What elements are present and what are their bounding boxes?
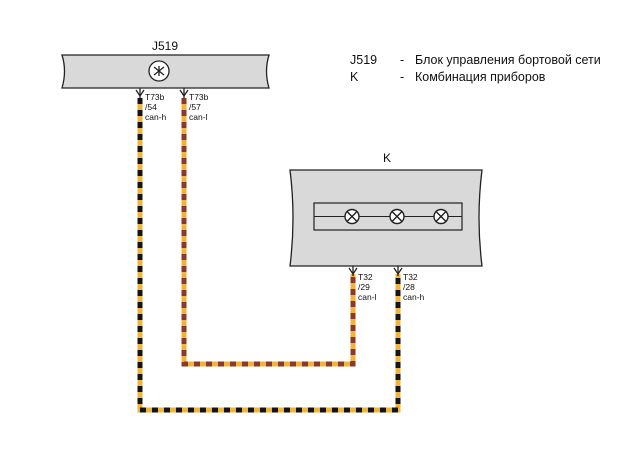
indicator-lamp-icon (433, 208, 449, 225)
legend-code: J519 (350, 53, 378, 67)
wire-can-h (137, 98, 401, 413)
pin-signal-label: can-h (145, 112, 167, 122)
pin-connector-label: T73b (145, 92, 165, 102)
wire-can-h-stripe (137, 98, 401, 413)
control-unit-symbol-icon (148, 60, 170, 82)
pin-connector-label: T32 (358, 272, 373, 282)
legend-description: Блок управления бортовой сети (415, 53, 601, 67)
j519-label: J519 (152, 39, 178, 53)
pin-signal-label: can-l (358, 292, 377, 302)
pin-signal-label: can-h (403, 292, 425, 302)
pin-number-label: /29 (358, 282, 370, 292)
legend-code: K (350, 70, 359, 84)
legend-row-j519: J519 - Блок управления бортовой сети (350, 53, 630, 69)
k-instrument-cluster: K (289, 151, 483, 267)
indicator-lamp-icon (389, 208, 405, 225)
pin-number-label: /57 (189, 102, 201, 112)
k-label: K (383, 151, 391, 165)
j519-control-unit: J519 (61, 39, 270, 89)
legend-description: Комбинация приборов (415, 70, 546, 84)
pin-number-label: /54 (145, 102, 157, 112)
wire-can-l (181, 98, 356, 367)
k-pin-29: T32 /29 can-l (348, 266, 377, 302)
legend-dash: - (400, 70, 405, 84)
pin-number-label: /28 (403, 282, 415, 292)
pin-signal-label: can-l (189, 112, 208, 122)
k-pin-28: T32 /28 can-h (393, 266, 425, 302)
indicator-lamp-icon (344, 208, 360, 225)
legend-dash: - (400, 53, 405, 67)
j519-pin-54: T73b /54 can-h (135, 88, 167, 122)
wire-can-l-stripe (181, 98, 356, 367)
j519-pin-57: T73b /57 can-l (179, 88, 209, 122)
legend-row-k: K - Комбинация приборов (350, 70, 630, 86)
pin-connector-label: T32 (403, 272, 418, 282)
pin-connector-label: T73b (189, 92, 209, 102)
